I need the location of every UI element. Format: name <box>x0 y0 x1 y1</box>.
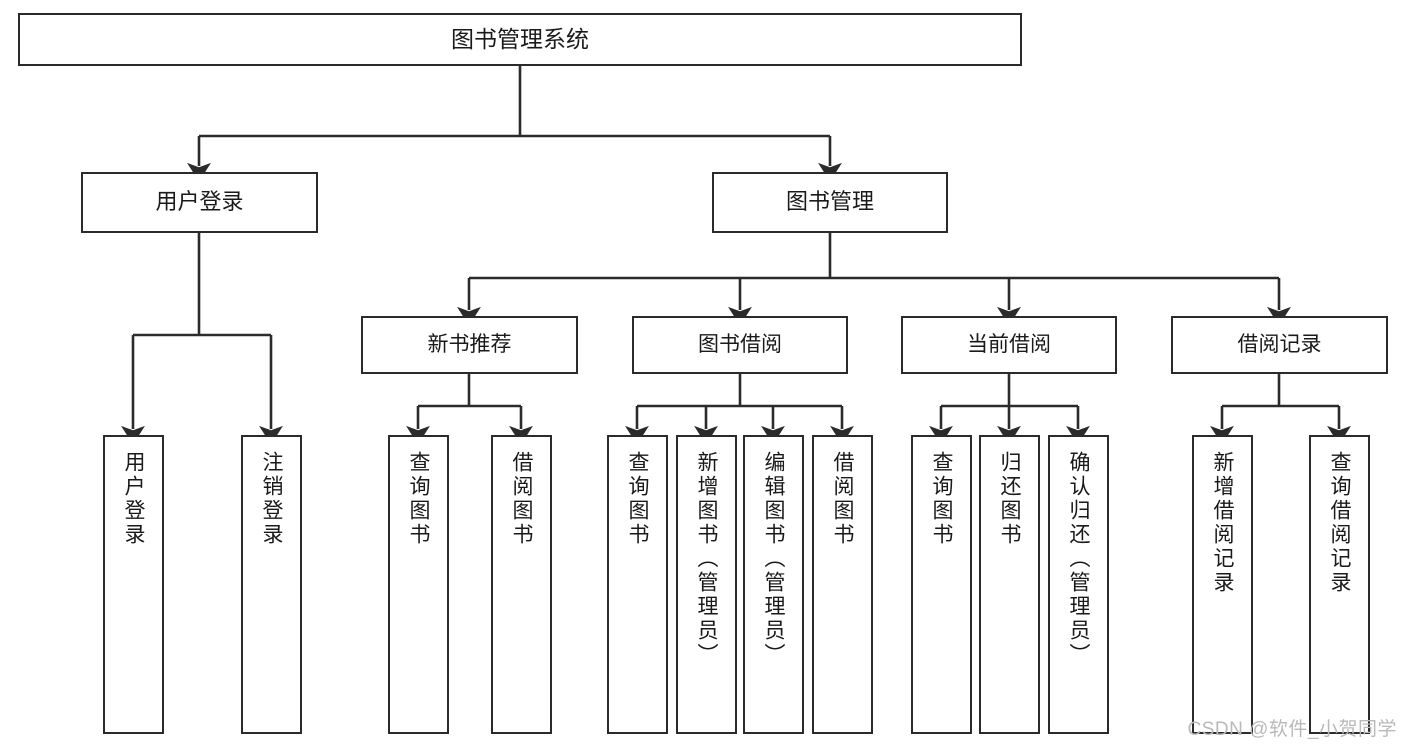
node-borrowing-records[interactable]: 借阅记录 <box>1171 316 1388 374</box>
leaf-query-book-current[interactable]: 查询图书 <box>911 435 972 734</box>
node-label: 用户登录 <box>122 451 145 547</box>
leaf-add-book-admin[interactable]: 新增图书（管理员） <box>676 435 737 734</box>
node-new-book-recommendation[interactable]: 新书推荐 <box>361 316 578 374</box>
csdn-watermark: CSDN @软件_小贺同学 <box>1187 719 1397 740</box>
node-book-borrowing[interactable]: 图书借阅 <box>632 316 848 374</box>
node-label: 新增借阅记录 <box>1211 451 1234 595</box>
node-label: 借阅图书 <box>831 451 854 547</box>
node-label: 查询图书 <box>626 451 649 547</box>
leaf-user-login[interactable]: 用户登录 <box>103 435 164 734</box>
leaf-logout[interactable]: 注销登录 <box>241 435 302 734</box>
node-label: 查询借阅记录 <box>1328 451 1351 595</box>
node-label: 图书管理系统 <box>451 25 589 52</box>
leaf-confirm-return-admin[interactable]: 确认归还（管理员） <box>1048 435 1109 734</box>
node-label: 图书借阅 <box>698 333 782 357</box>
leaf-edit-book-admin[interactable]: 编辑图书（管理员） <box>743 435 804 734</box>
node-label: 注销登录 <box>260 451 283 547</box>
node-book-management[interactable]: 图书管理 <box>712 172 948 233</box>
leaf-query-book-borrow[interactable]: 查询图书 <box>607 435 668 734</box>
node-root-book-management-system[interactable]: 图书管理系统 <box>18 13 1022 66</box>
node-label: 用户登录 <box>155 189 244 215</box>
node-label: 当前借阅 <box>967 333 1051 357</box>
node-current-borrowing[interactable]: 当前借阅 <box>901 316 1117 374</box>
node-label: 借阅记录 <box>1237 333 1322 357</box>
leaf-borrow-book[interactable]: 借阅图书 <box>812 435 873 734</box>
node-label: 图书管理 <box>785 189 874 215</box>
node-label: 归还图书 <box>998 451 1021 547</box>
node-user-login[interactable]: 用户登录 <box>81 172 318 233</box>
node-label: 编辑图书（管理员） <box>762 451 785 667</box>
leaf-borrow-book-recommend[interactable]: 借阅图书 <box>491 435 552 734</box>
node-label: 新增图书（管理员） <box>695 451 718 667</box>
leaf-return-book[interactable]: 归还图书 <box>979 435 1040 734</box>
leaf-add-borrow-record[interactable]: 新增借阅记录 <box>1192 435 1253 734</box>
node-label: 查询图书 <box>930 451 953 547</box>
node-label: 查询图书 <box>407 451 430 547</box>
leaf-query-book-recommend[interactable]: 查询图书 <box>388 435 449 734</box>
node-label: 新书推荐 <box>427 333 512 357</box>
leaf-query-borrow-record[interactable]: 查询借阅记录 <box>1309 435 1370 734</box>
node-label: 借阅图书 <box>510 451 533 547</box>
node-label: 确认归还（管理员） <box>1067 451 1090 667</box>
